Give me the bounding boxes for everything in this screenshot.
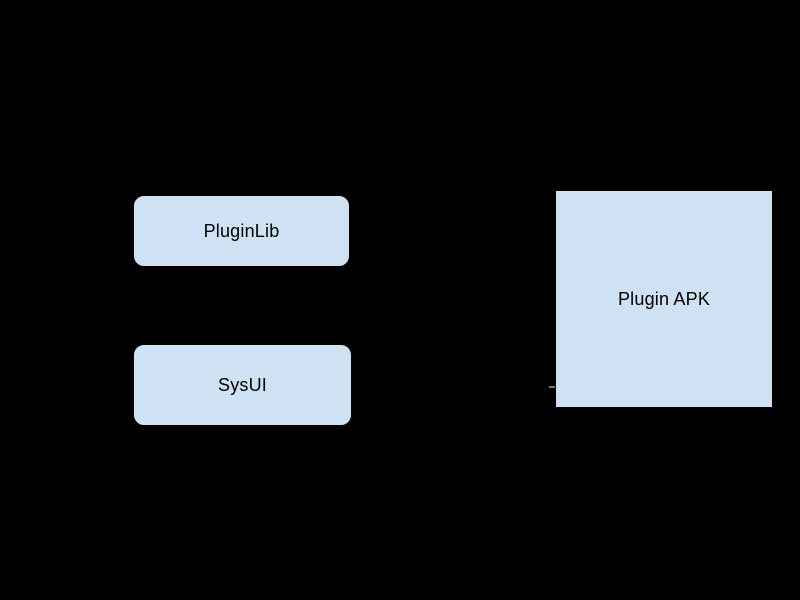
connector-arrowhead-remnant [549,386,555,388]
node-pluginlib: PluginLib [133,195,350,267]
node-pluginlib-label: PluginLib [203,220,280,241]
node-plugin-apk: Plugin APK [555,190,773,408]
node-plugin-apk-label: Plugin APK [617,288,711,309]
node-sysui-label: SysUI [217,374,267,395]
node-sysui: SysUI [133,344,352,426]
